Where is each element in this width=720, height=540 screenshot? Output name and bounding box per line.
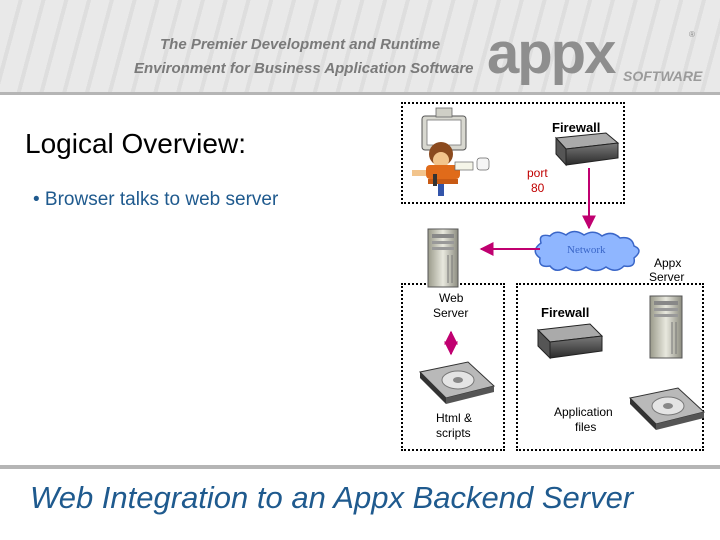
footer-rule xyxy=(0,465,720,469)
html-disk-icon xyxy=(418,361,496,404)
tagline-line-2: Environment for Business Application Sof… xyxy=(134,60,474,77)
bullet-item: • Browser talks to web server xyxy=(33,189,279,210)
html-scripts-label-line2: scripts xyxy=(436,426,471,440)
logo-word: appx xyxy=(487,21,616,86)
web-server-icon xyxy=(427,228,459,288)
header-banner: The Premier Development and Runtime Envi… xyxy=(0,0,720,92)
port-label-line2: 80 xyxy=(531,181,545,195)
firewall-bottom-label: Firewall xyxy=(541,305,590,320)
network-label: Network xyxy=(567,244,606,256)
logo-sub: SOFTWARE xyxy=(623,68,703,84)
appx-server-zone-box xyxy=(516,283,704,451)
application-files-label-line1: Application xyxy=(554,405,613,419)
firewall-bottom-icon xyxy=(536,323,604,360)
tagline-line-1: The Premier Development and Runtime xyxy=(160,36,441,53)
firewall-top-icon xyxy=(554,132,620,167)
application-disk-icon xyxy=(628,387,706,430)
web-server-label-line1: Web xyxy=(439,291,464,305)
appx-server-label-line1: Appx xyxy=(654,256,682,270)
application-files-label-line2: files xyxy=(575,420,597,434)
appx-server-icon xyxy=(649,295,683,359)
web-server-label-line2: Server xyxy=(433,306,469,320)
client-zone-box xyxy=(401,102,625,204)
user-computer-icon xyxy=(412,107,490,196)
port-label-line1: port xyxy=(527,166,548,180)
network-cloud-icon xyxy=(534,230,640,272)
html-scripts-label-line1: Html & xyxy=(436,411,472,425)
appx-logo: appx ® SOFTWARE xyxy=(487,21,703,88)
header-rule xyxy=(0,92,720,95)
firewall-top-label: Firewall xyxy=(552,120,601,135)
slide-heading: Logical Overview: xyxy=(25,128,246,159)
slide-footer-title: Web Integration to an Appx Backend Serve… xyxy=(30,480,634,515)
logo-registered-mark: ® xyxy=(689,30,695,39)
appx-server-label-line2: Server xyxy=(649,270,685,284)
header-pattern xyxy=(0,0,720,92)
